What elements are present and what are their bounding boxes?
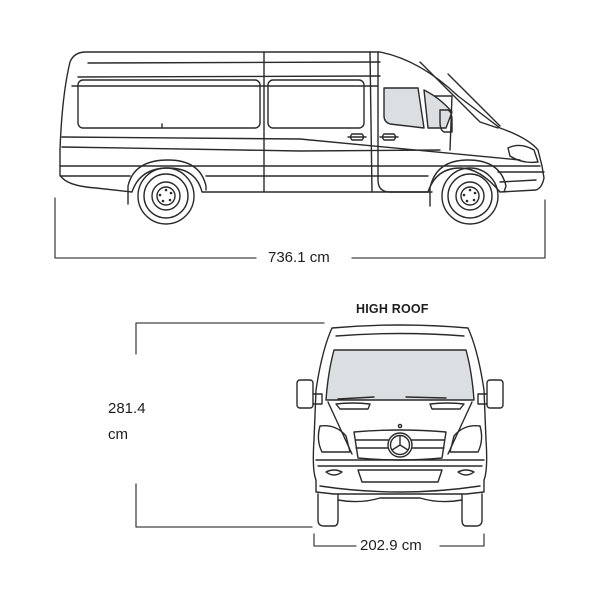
headlight: [507, 144, 539, 164]
rear-wheel: [137, 167, 195, 225]
right-side-mirror: [477, 379, 504, 409]
right-front-tire: [461, 493, 483, 527]
overall-height-label: 281.4 cm: [108, 396, 146, 448]
van-front-body-outline: [312, 324, 488, 495]
van-front-view: [296, 324, 504, 527]
van-side-body-outline: [59, 51, 545, 193]
sliding-door-window: [267, 79, 365, 129]
rear-side-window: [77, 79, 261, 129]
front-wheel: [441, 167, 499, 225]
height-value: 281.4: [108, 400, 146, 417]
cab-door: [377, 51, 433, 193]
wipers: [337, 396, 447, 400]
front-bumper: [315, 459, 485, 467]
rear-wheel-arch: [127, 159, 207, 205]
overall-width-label: 202.9 cm: [358, 537, 424, 554]
roof-type-label: HIGH ROOF: [356, 302, 429, 316]
height-dimension-line: [135, 322, 325, 528]
front-wheel-arch: [429, 159, 507, 207]
length-dimension-line: [54, 197, 546, 259]
overall-length-label: 736.1 cm: [262, 249, 336, 266]
sliding-door: [263, 51, 373, 193]
height-unit: cm: [108, 426, 128, 443]
left-side-mirror: [296, 379, 323, 409]
width-dimension-line: [313, 533, 485, 547]
left-front-tire: [317, 493, 339, 527]
cab-vent-window: [423, 89, 453, 129]
side-mirror: [439, 109, 453, 133]
door-handle-icon: [347, 133, 399, 141]
three-pointed-star-icon: [387, 432, 413, 458]
cab-side-window: [383, 87, 425, 129]
windshield: [325, 349, 475, 401]
left-headlight: [317, 425, 351, 453]
van-side-view: [59, 51, 545, 225]
right-headlight: [449, 425, 483, 453]
